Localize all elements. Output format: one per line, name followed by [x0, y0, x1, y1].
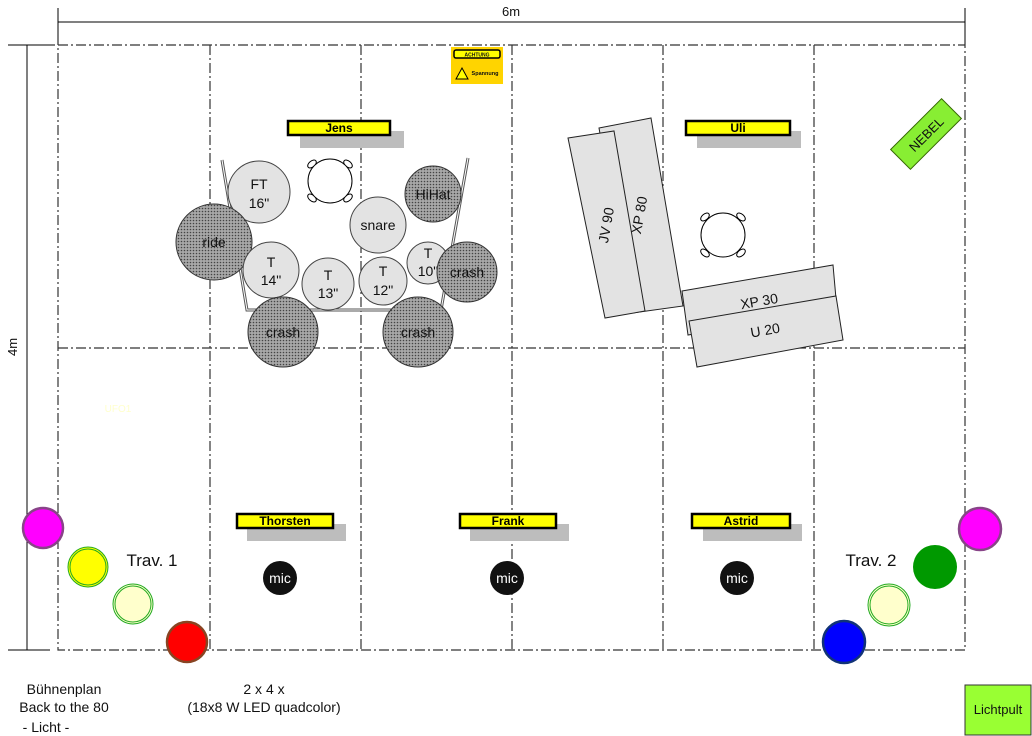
- light-yellow: [67, 546, 109, 588]
- light-magenta: [957, 506, 1003, 552]
- svg-text:T: T: [324, 267, 333, 283]
- svg-text:Back to the 80: Back to the 80: [19, 699, 109, 715]
- crash-cymbal-front-right: crash: [382, 296, 454, 368]
- name-tag-thorsten: Thorsten: [235, 512, 346, 541]
- svg-text:Uli: Uli: [730, 121, 745, 135]
- warning-title: ACHTUNG: [465, 53, 490, 59]
- svg-text:10": 10": [418, 263, 439, 279]
- name-tag-frank: Frank: [458, 512, 569, 541]
- svg-text:16": 16": [249, 195, 270, 211]
- svg-text:U 20: U 20: [749, 320, 781, 341]
- svg-text:- Licht -: - Licht -: [23, 719, 70, 735]
- width-dimension: 6m: [57, 4, 966, 45]
- svg-text:HiHat: HiHat: [415, 186, 450, 202]
- ride-cymbal: ride: [175, 203, 253, 281]
- svg-text:Frank: Frank: [492, 514, 525, 528]
- svg-text:XP 80: XP 80: [628, 195, 650, 235]
- stage-grid: [57, 44, 966, 651]
- hihat-cymbal: HiHat: [404, 165, 462, 223]
- truss-2-label: Trav. 2: [845, 551, 896, 570]
- svg-text:12": 12": [373, 282, 394, 298]
- width-label: 6m: [502, 4, 520, 19]
- depth-dimension: 4m: [5, 44, 55, 651]
- drum-stool-icon: [307, 158, 353, 204]
- ufo-label: UFO1: [105, 404, 132, 415]
- svg-text:XP 30: XP 30: [739, 290, 779, 312]
- svg-text:ride: ride: [202, 234, 226, 250]
- tom-14: T 14": [242, 241, 300, 299]
- svg-text:13": 13": [318, 285, 339, 301]
- svg-text:Jens: Jens: [325, 121, 353, 135]
- svg-text:Lichtpult: Lichtpult: [974, 702, 1023, 717]
- depth-label: 4m: [5, 338, 20, 356]
- floor-tom-16: FT 16": [227, 160, 291, 224]
- light-warm-white: [867, 583, 911, 627]
- tom-12: T 12": [358, 256, 408, 306]
- fog-machine: NEBEL: [889, 97, 963, 171]
- svg-text:T: T: [379, 263, 388, 279]
- svg-text:(18x8 W LED quadcolor): (18x8 W LED quadcolor): [187, 699, 340, 715]
- lights-truss-1: [21, 506, 209, 664]
- light-blue: [821, 619, 867, 665]
- lights-note: 2 x 4 x (18x8 W LED quadcolor): [187, 681, 340, 715]
- svg-text:FT: FT: [250, 176, 268, 192]
- tom-13: T 13": [301, 257, 355, 311]
- svg-text:mic: mic: [496, 570, 518, 586]
- name-tag-jens: Jens: [286, 119, 404, 148]
- keyboard-stool-icon: [700, 212, 746, 258]
- keyboard-jv90: JV 90: [567, 130, 646, 319]
- mic-astrid: mic: [720, 561, 754, 595]
- keyboard-u20: U 20: [688, 295, 844, 368]
- truss-1-label: Trav. 1: [126, 551, 177, 570]
- lighting-console: Lichtpult: [964, 684, 1032, 736]
- light-red: [165, 620, 209, 664]
- svg-text:mic: mic: [269, 570, 291, 586]
- light-warm-white: [112, 583, 154, 625]
- svg-text:crash: crash: [401, 324, 435, 340]
- svg-text:JV 90: JV 90: [595, 206, 617, 244]
- high-voltage-icon: [455, 66, 469, 80]
- svg-text:14": 14": [261, 272, 282, 288]
- light-magenta: [21, 506, 65, 550]
- snare-drum: snare: [349, 196, 407, 254]
- plan-title: Bühnenplan Back to the 80 - Licht -: [19, 681, 109, 735]
- crash-cymbal-right: crash: [436, 241, 498, 303]
- svg-text:2 x 4 x: 2 x 4 x: [243, 681, 284, 697]
- light-green: [913, 545, 957, 589]
- svg-text:T: T: [267, 254, 276, 270]
- name-tag-astrid: Astrid: [690, 512, 802, 541]
- mic-thorsten: mic: [263, 561, 297, 595]
- svg-text:Thorsten: Thorsten: [259, 514, 310, 528]
- svg-text:Bühnenplan: Bühnenplan: [27, 681, 102, 697]
- svg-text:Astrid: Astrid: [724, 514, 759, 528]
- svg-text:crash: crash: [450, 264, 484, 280]
- warning-subtitle: Spannung: [472, 71, 499, 77]
- warning-sign: ACHTUNG Spannung: [451, 47, 503, 84]
- crash-cymbal-front-left: crash: [247, 296, 319, 368]
- svg-text:T: T: [424, 245, 433, 261]
- lights-truss-2: [821, 506, 1003, 665]
- svg-text:mic: mic: [726, 570, 748, 586]
- name-tag-uli: Uli: [684, 119, 801, 148]
- svg-text:snare: snare: [360, 217, 395, 233]
- svg-text:crash: crash: [266, 324, 300, 340]
- mic-frank: mic: [490, 561, 524, 595]
